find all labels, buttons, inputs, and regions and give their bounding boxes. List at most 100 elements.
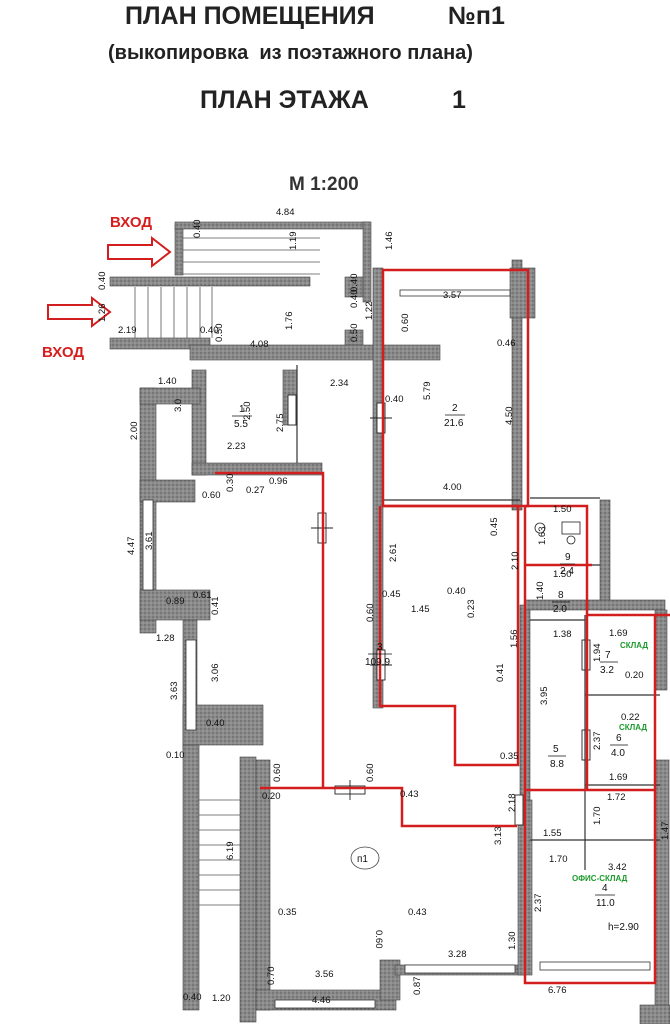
dimension-label: 1.72 <box>607 792 626 803</box>
dimension-label: 1.63 <box>537 527 548 546</box>
dimension-label: 0.23 <box>466 600 477 619</box>
dimension-label: 2.34 <box>330 378 349 389</box>
plan-subtitle: (выкопировка из поэтажного плана) <box>108 42 473 64</box>
dimension-label: 3.57 <box>443 290 462 301</box>
dimension-label: 0.40 <box>183 992 202 1003</box>
dimension-label: 3.61 <box>144 532 155 551</box>
dimension-label: 2.75 <box>275 414 286 433</box>
dimension-label: 0.40 <box>192 220 203 239</box>
dimension-label: 0.40 <box>206 718 225 729</box>
dimension-label: 1.55 <box>543 828 562 839</box>
windows <box>142 289 651 1009</box>
dimension-label: 1.46 <box>384 232 395 251</box>
room-number: 3 <box>377 642 383 653</box>
dimension-label: 0.41 <box>495 664 506 683</box>
dimension-label: 0.45 <box>382 589 401 600</box>
dimension-label: 0.50 <box>349 324 360 343</box>
dimension-label: 4.84 <box>276 207 295 218</box>
floor-number: 1 <box>452 86 466 114</box>
dimension-label: 3.06 <box>210 664 221 683</box>
dimension-label: 4.46 <box>312 995 331 1006</box>
dimension-label: 0.41 <box>210 597 221 616</box>
dimension-label: 4.08 <box>250 339 269 350</box>
dimension-label: 4.50 <box>504 407 515 426</box>
dimension-label: 0.96 <box>269 476 288 487</box>
unit-marker-label: п1 <box>357 854 368 865</box>
dimension-label: 3.42 <box>608 862 627 873</box>
dimension-label: 2.18 <box>507 794 518 813</box>
floor-label: ПЛАН ЭТАЖА <box>200 86 369 114</box>
dimension-label: 2.00 <box>129 422 140 441</box>
dimension-label: 0.45 <box>489 518 500 537</box>
dimension-label: 0.60 <box>202 490 221 501</box>
dimension-label: 3.63 <box>169 682 180 701</box>
dimension-label: 0.50 <box>214 324 225 343</box>
dimension-label: 0.10 <box>166 750 185 761</box>
dimension-label: 0.40 <box>349 274 360 293</box>
dimension-label: 0.40 <box>97 272 108 291</box>
dimension-label: 1.76 <box>284 312 295 331</box>
room-label: ОФИС-СКЛАД <box>572 874 628 883</box>
dimension-label: 1.30 <box>507 932 518 951</box>
scale-label: М 1:200 <box>289 174 359 195</box>
dimension-label: 0.46 <box>497 338 516 349</box>
dimension-label: 6.19 <box>225 842 236 861</box>
room-area: 8.8 <box>550 759 564 770</box>
dimension-label: 1.56 <box>509 630 520 649</box>
dimension-labels: 4.84 0.40 1.19 1.46 0.40 1.26 2.19 0.40 … <box>97 207 670 1006</box>
dimension-label: 1.40 <box>158 376 177 387</box>
dimension-label: 4.00 <box>443 482 462 493</box>
room-area: 5.5 <box>234 419 248 430</box>
dimension-label: 0.89 <box>166 596 185 607</box>
room-area: 4.0 <box>611 748 625 759</box>
height-note: h=2.90 <box>608 922 639 933</box>
dimension-label: 0.70 <box>266 967 277 986</box>
dimension-label: 0.87 <box>412 977 423 996</box>
room-number: 5 <box>553 744 559 755</box>
room-area: 21.6 <box>444 418 464 429</box>
plan-number: №п1 <box>448 2 505 30</box>
dimension-label: 1.50 <box>553 504 572 515</box>
dimension-label: 0.60 <box>272 764 283 783</box>
dimension-label: 0.60 <box>365 604 376 623</box>
unit-boundary <box>215 268 670 985</box>
dimension-label: 0.40 <box>349 290 360 309</box>
dimension-label: 1.70 <box>592 807 603 826</box>
dimension-label: 1.28 <box>156 633 175 644</box>
room-number: 4 <box>602 883 608 894</box>
dimension-label: 1.38 <box>553 629 572 640</box>
dimension-label: 5.79 <box>422 382 433 401</box>
dimension-label: 2.19 <box>118 325 137 336</box>
plan-title: ПЛАН ПОМЕЩЕНИЯ <box>125 2 375 30</box>
dimension-label: 0.20 <box>262 791 281 802</box>
dimension-label: 0.43 <box>400 789 419 800</box>
dimension-label: 6.76 <box>548 985 567 996</box>
dimension-label: 1.20 <box>212 993 231 1004</box>
dimension-label: 1.26 <box>97 304 108 323</box>
dimension-label: 1.47 <box>660 822 670 841</box>
room-area: 11.0 <box>596 898 615 909</box>
dimension-label: 2.37 <box>533 894 544 913</box>
entrance-arrows <box>47 235 172 329</box>
room-area: 2.4 <box>560 566 574 577</box>
room-labels <box>232 414 628 896</box>
dimension-label: 0.20 <box>625 670 644 681</box>
toilet-fixture <box>534 521 581 545</box>
dimension-label: 0.43 <box>408 907 427 918</box>
room-label: СКЛАД <box>620 641 648 650</box>
dimension-label: 0.60 <box>400 314 411 333</box>
room-number: 8 <box>558 590 564 601</box>
unit-marker <box>350 846 380 870</box>
entrance-label: ВХОД <box>110 214 152 231</box>
dimension-label: 3.56 <box>315 969 334 980</box>
dimension-label: 2.61 <box>388 544 399 563</box>
dimension-label: 1.40 <box>535 582 546 601</box>
dimension-label: 0.22 <box>621 712 640 723</box>
entrance-label: ВХОД <box>42 344 84 361</box>
dimension-label: 1.45 <box>411 604 430 615</box>
room-number: 1 <box>239 404 245 415</box>
dimension-label: 3.95 <box>539 687 550 706</box>
dimension-label: 0.60 <box>373 930 384 949</box>
dimension-label: 2.37 <box>592 732 603 751</box>
